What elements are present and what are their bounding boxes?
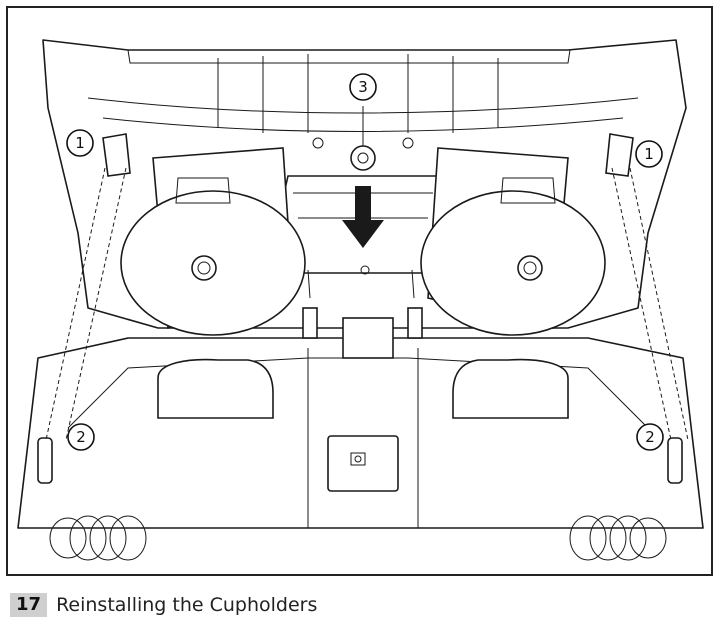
cupholder-illustration: 1 1 2 2 3 [17, 39, 704, 561]
callout-2-left: 2 [67, 423, 95, 451]
callout-2-right: 2 [636, 423, 664, 451]
callout-3-top: 3 [349, 73, 377, 101]
svg-text:1: 1 [75, 134, 85, 152]
figure-title: Reinstalling the Cupholders [56, 594, 318, 616]
callout-1-left: 1 [66, 129, 94, 157]
svg-text:3: 3 [358, 78, 368, 96]
figure-caption: 17 Reinstalling the Cupholders [10, 592, 317, 618]
figure-number: 17 [10, 593, 48, 617]
svg-text:2: 2 [645, 428, 655, 446]
svg-text:1: 1 [644, 145, 654, 163]
down-arrow-icon [342, 186, 384, 248]
illustration-frame: 1 1 2 2 3 [6, 6, 713, 576]
callout-1-right: 1 [635, 140, 663, 168]
svg-text:2: 2 [76, 428, 86, 446]
